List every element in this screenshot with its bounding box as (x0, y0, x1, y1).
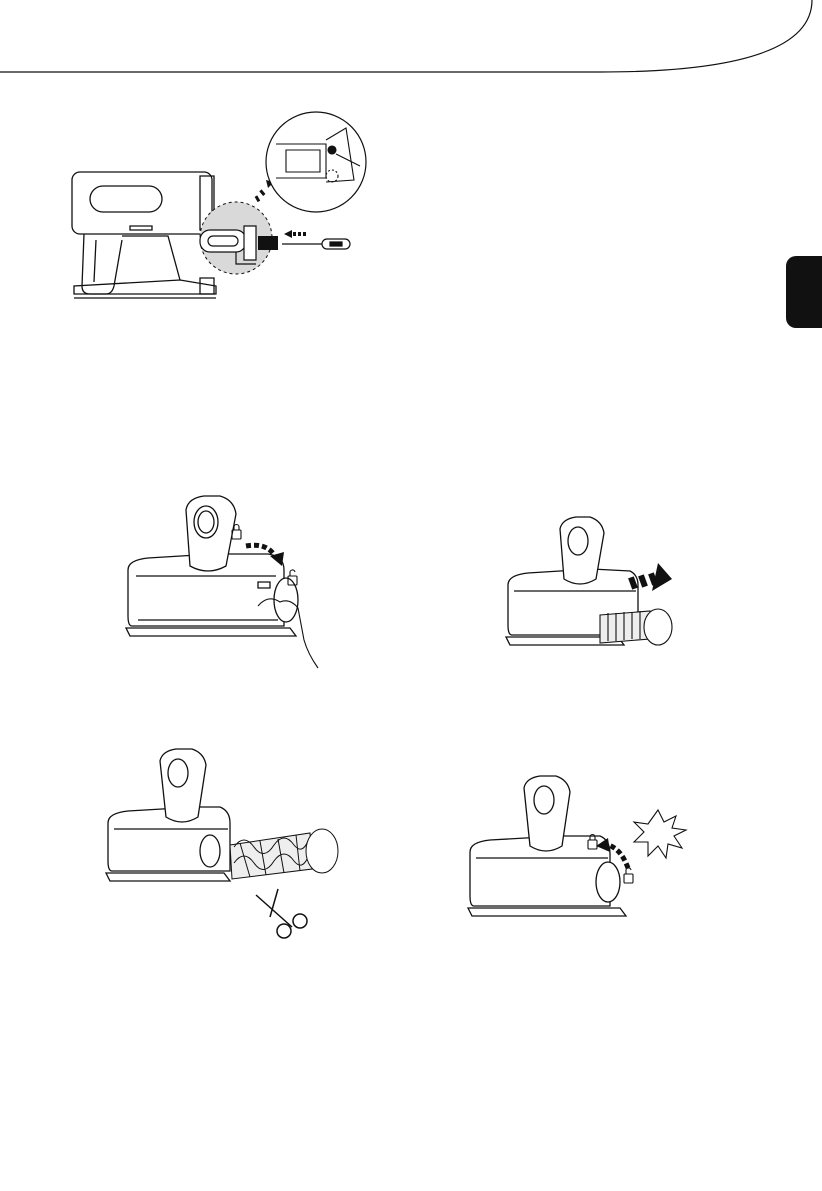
brush-head (126, 496, 296, 636)
fig-lock-brush-cap (460, 770, 700, 940)
fig-cut-hair-from-roller (100, 745, 350, 945)
unlock-icon (624, 868, 633, 883)
corner-line (0, 0, 822, 80)
vacuum-body (72, 172, 216, 298)
click-burst-icon (634, 810, 686, 858)
arrow-left-icon (284, 230, 306, 238)
roller (600, 609, 672, 645)
brush-head (106, 749, 230, 881)
screwdriver-icon (282, 239, 350, 249)
fig-handheld-unit (60, 110, 380, 320)
fig-pull-out-roller (500, 515, 690, 675)
scissors-icon (256, 889, 307, 938)
connector-block (258, 236, 278, 250)
language-side-tab (786, 256, 822, 328)
roller (230, 829, 338, 879)
fig-unlock-brush-cap (118, 490, 328, 670)
